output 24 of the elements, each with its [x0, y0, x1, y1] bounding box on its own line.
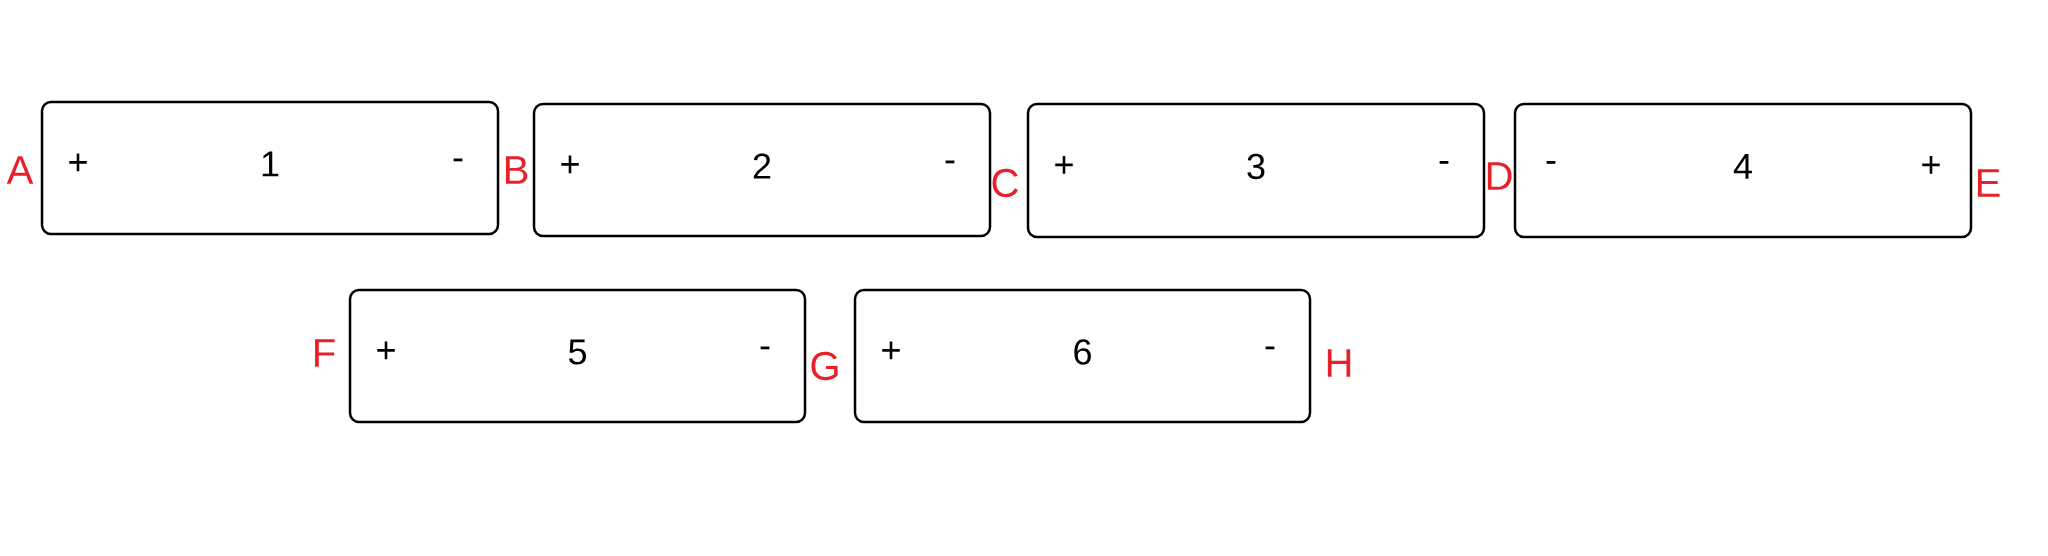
cell-number: 5: [568, 339, 586, 365]
cell-number: 6: [1074, 339, 1091, 365]
terminal-letter: H: [1327, 349, 1351, 377]
terminal-sign: +: [882, 341, 900, 360]
terminal-sign: -: [453, 158, 463, 162]
terminal-sign: +: [561, 155, 579, 174]
terminal-sign: +: [1922, 156, 1940, 174]
terminal-sign: -: [1439, 161, 1449, 164]
terminal-sign: -: [945, 160, 955, 164]
terminal-sign: +: [377, 341, 395, 360]
cell-number: 1: [262, 151, 279, 177]
terminal-letter: C: [992, 168, 1018, 198]
terminal-sign: +: [1055, 156, 1073, 174]
terminal-sign: +: [69, 153, 87, 172]
terminal-sign: -: [760, 346, 770, 350]
cell-number: 2: [753, 153, 771, 179]
terminal-letter: F: [315, 339, 335, 367]
terminal-letter: G: [811, 351, 838, 381]
terminal-letter: D: [1487, 162, 1512, 190]
cell-number: 4: [1733, 154, 1752, 179]
cell-number: 3: [1247, 153, 1265, 180]
terminal-sign: -: [1546, 161, 1556, 164]
terminal-letter: B: [505, 156, 528, 184]
terminal-sign: -: [1265, 346, 1275, 350]
